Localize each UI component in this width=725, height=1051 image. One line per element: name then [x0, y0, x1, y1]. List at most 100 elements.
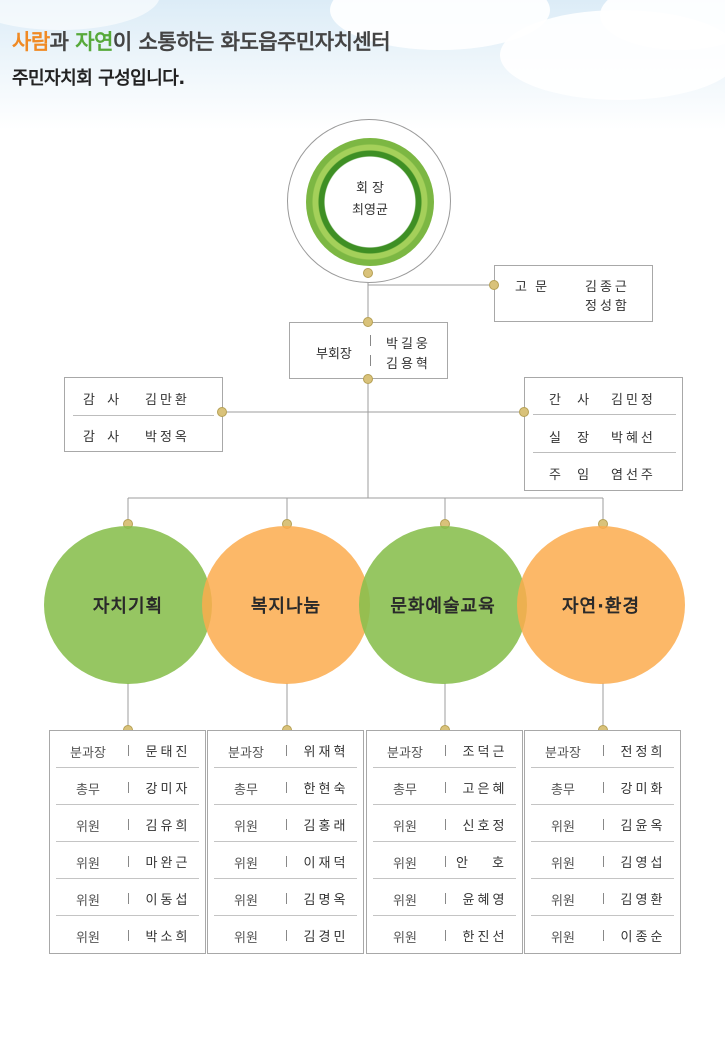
separator — [286, 819, 287, 830]
sky-background — [0, 0, 725, 130]
staff-name: 박혜선 — [611, 431, 656, 446]
separator — [286, 745, 287, 756]
title-rest: 이 소통하는 화도읍주민자치센터 — [112, 30, 391, 54]
member-role: 총무 — [76, 783, 100, 798]
member-name: 전정희 — [620, 745, 666, 760]
member-name: 김유희 — [145, 819, 191, 834]
separator — [370, 355, 371, 366]
member-row: 위원 안 호 — [373, 842, 516, 879]
title-word-nature: 자연 — [75, 30, 113, 54]
separator — [603, 893, 604, 904]
committee-circle-autonomy-planning: 자치기획 — [44, 526, 212, 684]
member-name: 김명옥 — [303, 893, 349, 908]
member-role: 위원 — [551, 894, 575, 909]
chairman-node: 회 장 최영균 — [287, 119, 451, 283]
separator — [286, 893, 287, 904]
separator — [445, 856, 446, 867]
auditor-name: 김만환 — [145, 393, 190, 408]
row-divider — [373, 878, 516, 879]
member-role: 위원 — [551, 857, 575, 872]
staff-box: 간 사 김민정 실 장 박혜선 주 임 염선주 — [524, 377, 683, 491]
member-role: 위원 — [551, 820, 575, 835]
row-divider — [56, 767, 199, 768]
connector-dot — [363, 374, 373, 384]
title-word-people: 사람 — [12, 30, 50, 54]
divider — [533, 452, 676, 453]
connector-dot — [217, 407, 227, 417]
member-role: 분과장 — [387, 746, 423, 761]
member-role: 분과장 — [545, 746, 581, 761]
member-row: 총무 한현숙 — [214, 768, 357, 805]
member-row: 위원 한진선 — [373, 916, 516, 953]
separator — [286, 856, 287, 867]
member-name: 한진선 — [462, 930, 508, 945]
row-divider — [214, 841, 357, 842]
separator — [286, 930, 287, 941]
member-name: 마완근 — [145, 856, 191, 871]
member-role: 위원 — [393, 931, 417, 946]
row-divider — [531, 841, 674, 842]
member-role: 총무 — [234, 783, 258, 798]
row-divider — [373, 915, 516, 916]
auditor-label: 감 사 — [83, 393, 124, 408]
separator — [128, 893, 129, 904]
member-role: 위원 — [393, 820, 417, 835]
row-divider — [373, 804, 516, 805]
member-role: 분과장 — [70, 746, 106, 761]
vice-chair-name: 김용혁 — [386, 357, 431, 372]
member-role: 위원 — [393, 857, 417, 872]
member-name: 이재덕 — [303, 856, 349, 871]
divider — [73, 415, 214, 416]
staff-name: 김민정 — [611, 393, 656, 408]
separator — [603, 819, 604, 830]
connector-dot — [489, 280, 499, 290]
member-role: 위원 — [234, 894, 258, 909]
advisor-box: 고 문 김종근 정성함 — [494, 265, 653, 322]
member-role: 위원 — [76, 857, 100, 872]
member-role: 분과장 — [228, 746, 264, 761]
member-role: 총무 — [393, 783, 417, 798]
row-divider — [56, 915, 199, 916]
separator — [445, 930, 446, 941]
row-divider — [214, 767, 357, 768]
auditors-box: 감 사 김만환 감 사 박정옥 — [64, 377, 223, 452]
separator — [603, 930, 604, 941]
member-name: 김영환 — [620, 893, 666, 908]
separator — [128, 745, 129, 756]
row-divider — [56, 841, 199, 842]
connector-dot — [363, 268, 373, 278]
page-subtitle: 주민자치회 구성입니다. — [12, 68, 185, 89]
separator — [128, 782, 129, 793]
member-role: 위원 — [234, 820, 258, 835]
member-name: 김영섭 — [620, 856, 666, 871]
member-name: 한현숙 — [303, 782, 349, 797]
vice-chair-box: 부회장 박길웅 김용혁 — [289, 322, 448, 379]
auditor-name: 박정옥 — [145, 430, 190, 445]
row-divider — [373, 841, 516, 842]
member-role: 위원 — [234, 931, 258, 946]
member-role: 위원 — [393, 894, 417, 909]
member-role: 위원 — [76, 820, 100, 835]
member-name: 안 호 — [455, 856, 515, 871]
member-row: 분과장 위재혁 — [214, 731, 357, 768]
member-role: 위원 — [76, 894, 100, 909]
title-particle: 과 — [49, 30, 76, 54]
separator — [370, 335, 371, 346]
separator — [128, 930, 129, 941]
member-name: 위재혁 — [303, 745, 349, 760]
separator — [445, 782, 446, 793]
member-row: 위원 김명옥 — [214, 879, 357, 916]
member-role: 위원 — [76, 931, 100, 946]
committee-circle-welfare: 복지나눔 — [202, 526, 370, 684]
